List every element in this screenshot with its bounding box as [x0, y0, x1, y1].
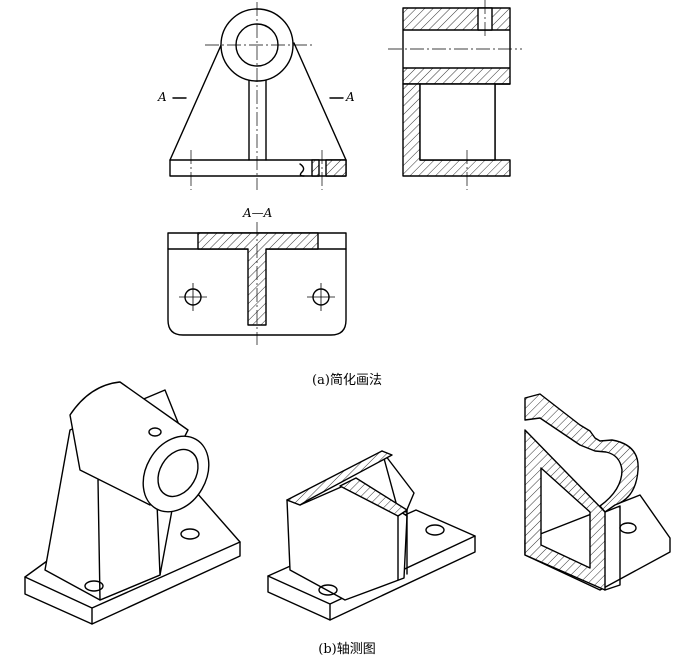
iso2-hole-right [425, 524, 445, 536]
iso3-cylinder-section [524, 393, 639, 513]
iso-full-bracket [24, 381, 241, 625]
caption-a: (a)简化画法 [312, 373, 382, 388]
iso1-cylinder-face [142, 435, 210, 513]
iso2-section-top-left [286, 450, 393, 506]
section-aa-view [167, 222, 347, 345]
iso1-base-edges [24, 541, 241, 625]
iso2-rib-edges [397, 509, 408, 581]
iso1-hole-front [84, 580, 104, 592]
section-label-left: A [158, 90, 167, 104]
caption-b: (b)轴测图 [318, 642, 376, 657]
iso2-base-edges [267, 535, 476, 621]
section-label-right: A [346, 90, 355, 104]
iso3-wall-edge [604, 505, 621, 591]
section-title: A—A [243, 206, 273, 220]
iso3-hole [619, 522, 637, 534]
aa-base-outline [167, 232, 347, 336]
iso-section-aa [267, 450, 476, 621]
iso1-oil-hole [148, 427, 162, 437]
aa-t-rib-section [197, 232, 319, 326]
side-inner-cavity [419, 83, 496, 161]
iso2-hole-front [318, 584, 338, 596]
front-support-flanks [169, 42, 347, 161]
front-local-section-left [311, 159, 320, 177]
front-break-line [299, 163, 305, 177]
front-view [169, 2, 347, 190]
iso1-hole-right [180, 528, 200, 540]
iso2-support-wedge [381, 450, 415, 513]
iso1-bore [157, 448, 199, 498]
iso-side-section [524, 393, 671, 591]
front-local-section-right [325, 159, 347, 177]
iso3-wall-section [524, 429, 606, 591]
side-view [388, 0, 522, 190]
